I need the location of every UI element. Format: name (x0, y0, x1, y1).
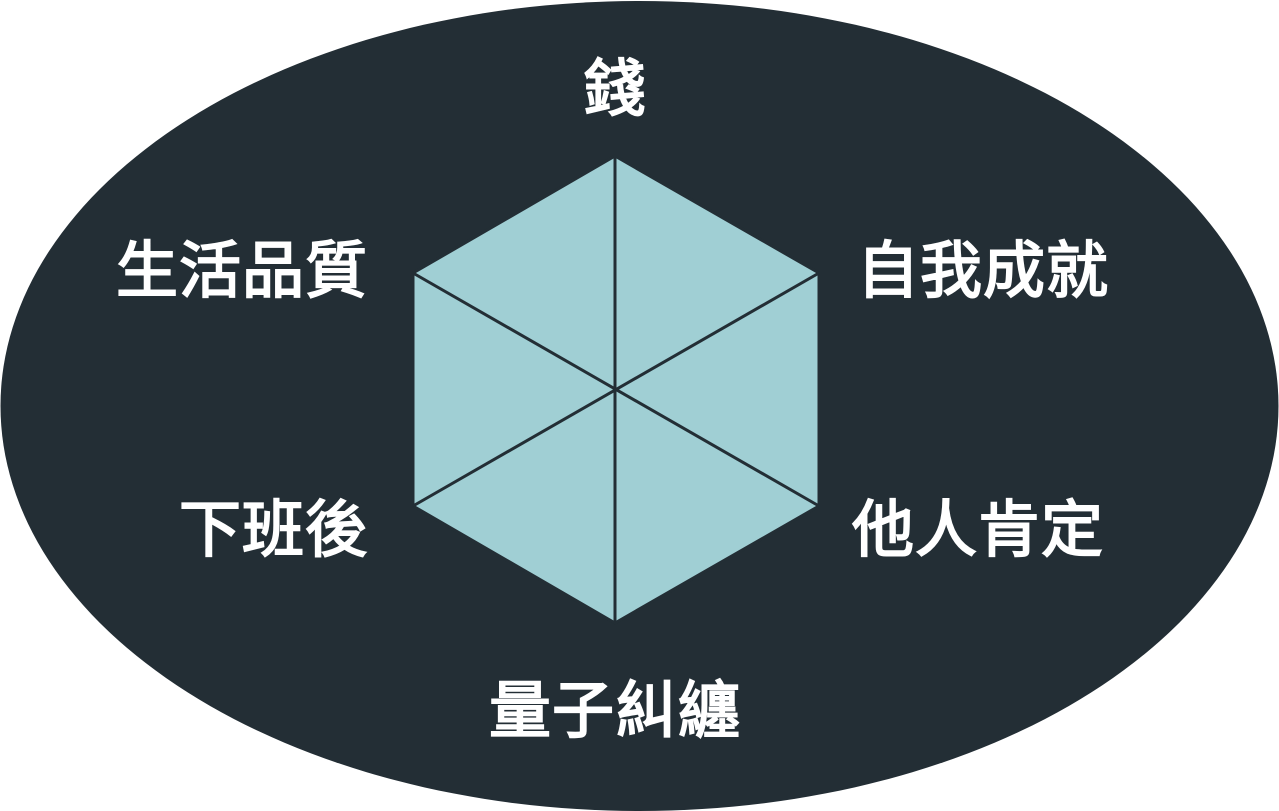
axis-line-diagonal-2 (412, 271, 820, 508)
label-lower-left: 下班後 (179, 493, 368, 566)
label-lower-right: 他人肯定 (851, 493, 1104, 566)
label-upper-left: 生活品質 (116, 234, 368, 307)
label-upper-right: 自我成就 (857, 234, 1109, 307)
label-bottom: 量子糾纏 (489, 674, 741, 747)
label-top: 錢 (583, 52, 646, 125)
